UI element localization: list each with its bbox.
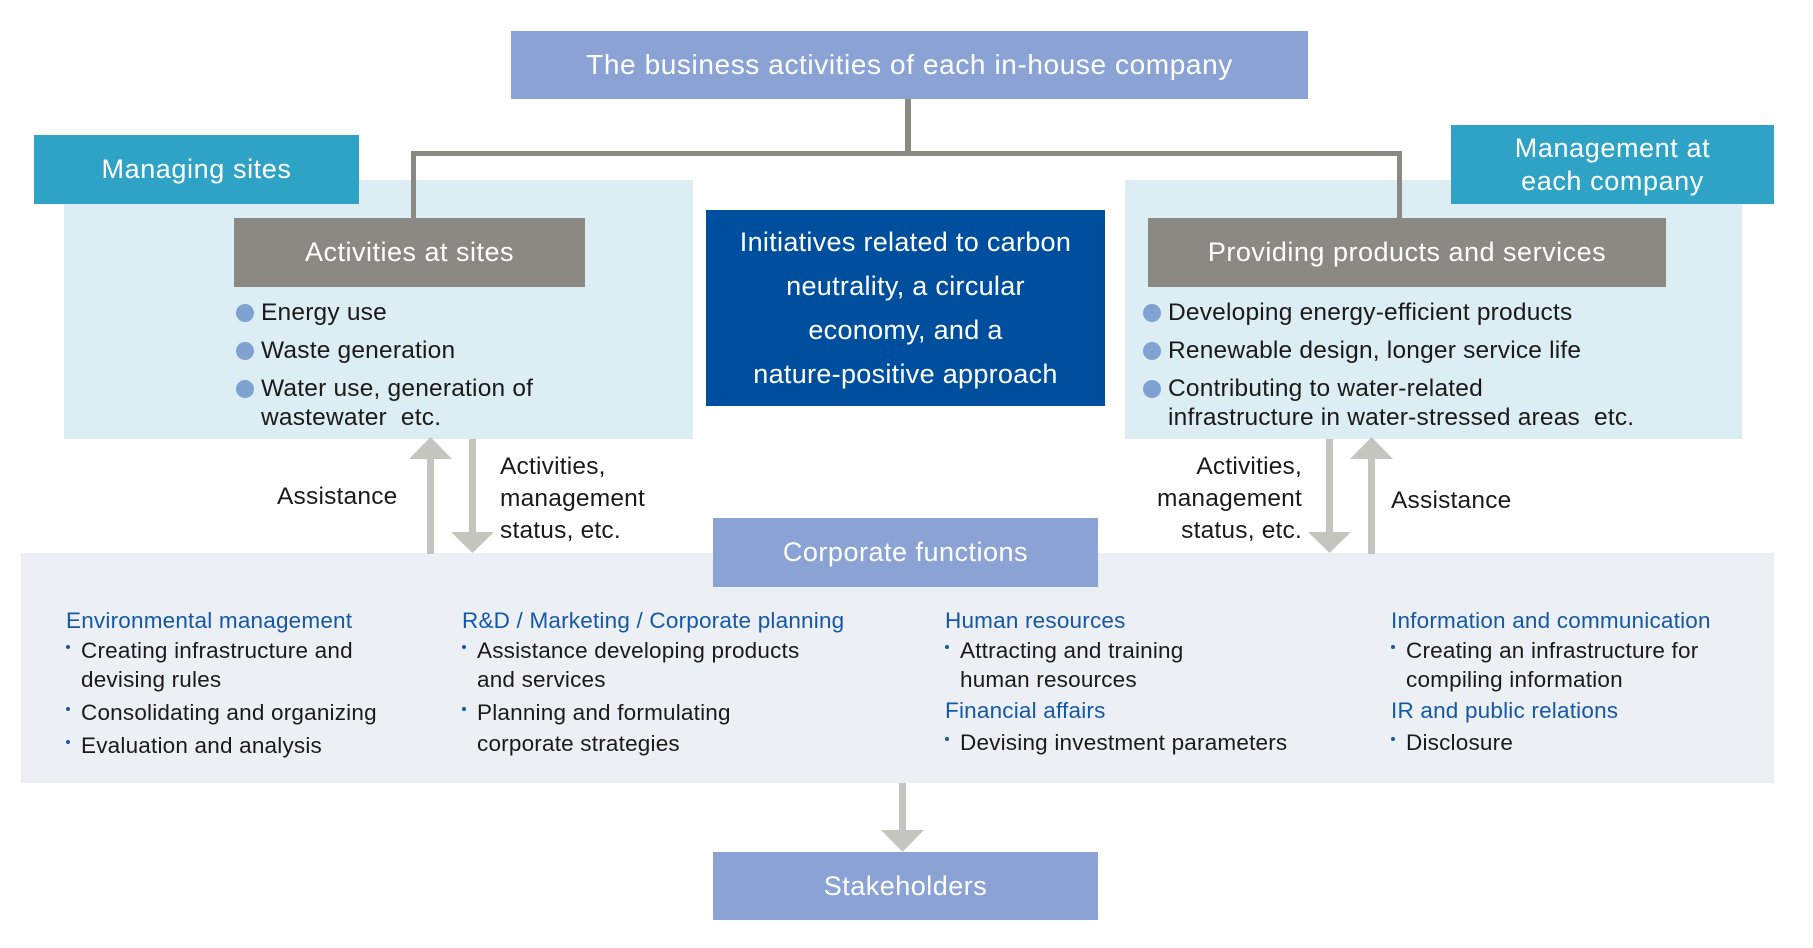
initiatives-box: Initiatives related to carbon neutrality… bbox=[706, 210, 1105, 406]
list-item: Devising investment parameters bbox=[945, 728, 1345, 757]
list-item: Contributing to water-related infrastruc… bbox=[1143, 374, 1738, 432]
list-item: Water use, generation of wastewater etc. bbox=[236, 374, 676, 432]
list-item: Consolidating and organizing bbox=[66, 698, 446, 727]
stakeholders-box: Stakeholders bbox=[713, 852, 1098, 920]
list-item: Assistance developing products and servi… bbox=[462, 636, 902, 694]
list-item: Developing energy-efficient products bbox=[1143, 298, 1738, 327]
managing-sites-tag: Managing sites bbox=[34, 135, 359, 204]
bullet-dot-icon bbox=[462, 645, 466, 649]
list-item: Disclosure bbox=[1391, 728, 1771, 757]
management-tag-line-2: each company bbox=[1521, 165, 1704, 196]
left-report-arrow-icon bbox=[451, 439, 494, 553]
initiatives-line-2: neutrality, a circular bbox=[786, 271, 1025, 301]
list-item: Creating an infrastructure for compiling… bbox=[1391, 636, 1771, 694]
right-report-label: Activities, management status, etc. bbox=[1156, 453, 1302, 544]
column-heading: R&D / Marketing / Corporate planning bbox=[462, 608, 845, 633]
bullet-dot-icon bbox=[66, 740, 70, 744]
bullet-dot-icon bbox=[66, 707, 70, 711]
list-item: Attracting and training human resources bbox=[945, 636, 1345, 694]
corporate-column-environmental: Environmental management Creating infras… bbox=[66, 606, 446, 760]
providing-products-label: Providing products and services bbox=[1207, 237, 1607, 267]
left-assistance-label: Assistance bbox=[277, 483, 398, 510]
left-assistance-arrow-icon bbox=[409, 437, 452, 554]
connector-horizontal bbox=[411, 151, 1402, 156]
corporate-column-info-ir: Information and communication Creating a… bbox=[1391, 606, 1771, 757]
right-report-arrow-icon bbox=[1308, 439, 1351, 553]
bullet-dot-icon bbox=[462, 707, 466, 711]
bullet-dot-icon bbox=[1143, 304, 1161, 322]
corporate-functions-panel bbox=[21, 553, 1774, 783]
bullet-dot-icon bbox=[945, 737, 949, 741]
column-heading: Human resources bbox=[945, 608, 1126, 633]
column-heading: Environmental management bbox=[66, 608, 353, 633]
initiatives-line-3: economy, and a bbox=[808, 315, 1003, 345]
bullet-dot-icon bbox=[1391, 737, 1395, 741]
bullet-dot-icon bbox=[236, 380, 254, 398]
initiatives-line-4: nature-positive approach bbox=[753, 359, 1058, 389]
column-heading: Financial affairs bbox=[945, 698, 1106, 723]
bullet-dot-icon bbox=[1143, 380, 1161, 398]
bullet-dot-icon bbox=[1143, 342, 1161, 360]
list-item: Planning and formulating corporate strat… bbox=[462, 698, 902, 758]
stakeholders-arrow-icon bbox=[881, 783, 924, 852]
bullet-dot-icon bbox=[1391, 645, 1395, 649]
bullet-dot-icon bbox=[236, 304, 254, 322]
bullet-dot-icon bbox=[945, 645, 949, 649]
providing-products-box: Providing products and services bbox=[1148, 218, 1666, 287]
activities-at-sites-box: Activities at sites bbox=[234, 218, 585, 287]
stakeholders-label: Stakeholders bbox=[823, 870, 988, 901]
management-tag-line-1: Management at bbox=[1514, 132, 1711, 163]
management-at-each-company-tag: Management at each company bbox=[1451, 125, 1774, 204]
bullet-dot-icon bbox=[236, 342, 254, 360]
site-activities-list: Energy use Waste generation Water use, g… bbox=[236, 298, 676, 441]
business-activities-box: The business activities of each in-house… bbox=[511, 31, 1308, 99]
bullet-dot-icon bbox=[66, 645, 70, 649]
list-item: Creating infrastructure and devising rul… bbox=[66, 636, 446, 694]
left-report-label: Activities, management status, etc. bbox=[500, 453, 646, 544]
activities-at-sites-label: Activities at sites bbox=[304, 237, 515, 267]
corporate-functions-label: Corporate functions bbox=[782, 537, 1029, 567]
managing-sites-label: Managing sites bbox=[101, 154, 292, 184]
corporate-functions-box: Corporate functions bbox=[713, 518, 1098, 587]
list-item: Energy use bbox=[236, 298, 676, 327]
column-heading: Information and communication bbox=[1391, 608, 1711, 633]
corporate-column-hr-finance: Human resources Attracting and training … bbox=[945, 606, 1345, 757]
products-services-list: Developing energy-efficient products Ren… bbox=[1143, 298, 1738, 441]
right-assistance-arrow-icon bbox=[1350, 437, 1393, 554]
initiatives-line-1: Initiatives related to carbon bbox=[739, 227, 1072, 257]
list-item: Renewable design, longer service life bbox=[1143, 336, 1738, 365]
connector-left-vertical bbox=[411, 151, 416, 219]
list-item: Evaluation and analysis bbox=[66, 731, 446, 760]
column-heading: IR and public relations bbox=[1391, 698, 1619, 723]
business-activities-label: The business activities of each in-house… bbox=[586, 49, 1233, 80]
right-assistance-label: Assistance bbox=[1391, 487, 1512, 514]
corporate-column-rnd: R&D / Marketing / Corporate planning Ass… bbox=[462, 606, 902, 758]
connector-right-vertical bbox=[1397, 151, 1402, 219]
list-item: Waste generation bbox=[236, 336, 676, 365]
connector-top-vertical bbox=[905, 99, 911, 154]
